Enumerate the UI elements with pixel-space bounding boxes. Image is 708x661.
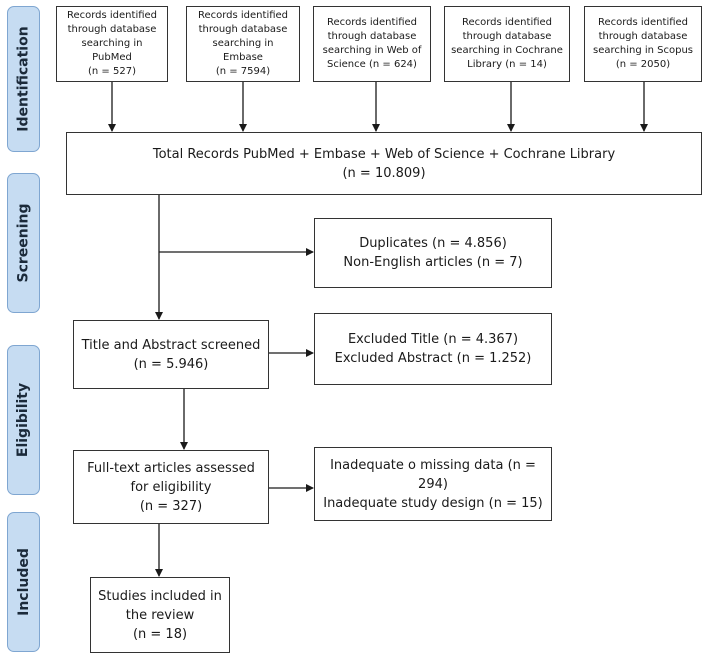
phase-included: Included <box>7 512 40 652</box>
excluded-title-text: Excluded Title (n = 4.367) <box>347 332 519 347</box>
source-text: through database <box>327 31 417 42</box>
duplicates-box: Duplicates (n = 4.856) Non-English artic… <box>314 218 552 288</box>
phase-identification: Identification <box>7 6 40 152</box>
phase-screening: Screening <box>7 173 40 313</box>
phase-screening-label: Screening <box>15 203 32 283</box>
source-text: searching in PubMed <box>81 38 143 63</box>
source-box-web-of-science: Records identified through database sear… <box>313 6 431 82</box>
source-count: (n = 7594) <box>215 66 271 77</box>
source-text: Records identified <box>597 17 689 28</box>
source-text: searching in Web of <box>322 45 422 56</box>
included-studies-box: Studies included in the review (n = 18) <box>90 577 230 653</box>
total-records-text: Total Records PubMed + Embase + Web of S… <box>152 146 616 162</box>
total-records-count: (n = 10.809) <box>342 165 426 181</box>
source-text: searching in Scopus <box>592 45 693 56</box>
source-text: searching in Embase <box>212 38 274 63</box>
source-box-pubmed: Records identified through database sear… <box>56 6 168 82</box>
excluded-box: Excluded Title (n = 4.367) Excluded Abst… <box>314 313 552 385</box>
included-text: Studies included in <box>98 588 222 604</box>
duplicates-text: Duplicates (n = 4.856) <box>359 236 507 251</box>
fulltext-count: (n = 327) <box>139 498 203 514</box>
title-abstract-text: Title and Abstract screened <box>81 337 261 353</box>
non-english-text: Non-English articles (n = 7) <box>343 255 523 270</box>
inadequate-data-text: Inadequate o missing data (n = 294) <box>330 457 536 492</box>
fulltext-text: Full-text articles assessed <box>87 460 255 476</box>
fulltext-text: for eligibility <box>130 479 212 495</box>
source-text: through database <box>462 31 552 42</box>
source-box-embase: Records identified through database sear… <box>186 6 300 82</box>
source-box-scopus: Records identified through database sear… <box>584 6 702 82</box>
source-box-cochrane: Records identified through database sear… <box>444 6 570 82</box>
included-text: the review <box>125 607 195 623</box>
excluded-abstract-text: Excluded Abstract (n = 1.252) <box>334 351 532 366</box>
source-text: searching in Cochrane <box>451 45 563 56</box>
source-text: Records identified <box>197 10 289 21</box>
source-text: through database <box>67 24 157 35</box>
source-text: Records identified <box>326 17 418 28</box>
source-text: through database <box>198 24 288 35</box>
phase-included-label: Included <box>15 548 32 616</box>
inadequate-box: Inadequate o missing data (n = 294) Inad… <box>314 447 552 521</box>
title-abstract-count: (n = 5.946) <box>133 356 209 372</box>
title-abstract-box: Title and Abstract screened (n = 5.946) <box>73 320 269 389</box>
source-count: (n = 527) <box>88 66 136 77</box>
phase-eligibility-label: Eligibility <box>15 382 32 458</box>
source-text: Records identified <box>461 17 553 28</box>
source-count: Library (n = 14) <box>467 59 547 70</box>
included-count: (n = 18) <box>132 626 188 642</box>
fulltext-box: Full-text articles assessed for eligibil… <box>73 450 269 524</box>
inadequate-design-text: Inadequate study design (n = 15) <box>323 495 543 511</box>
total-records-box: Total Records PubMed + Embase + Web of S… <box>66 132 702 195</box>
phase-identification-label: Identification <box>15 26 32 132</box>
source-text: through database <box>598 31 688 42</box>
phase-eligibility: Eligibility <box>7 345 40 495</box>
source-text: Records identified <box>66 10 158 21</box>
source-count: (n = 2050) <box>615 59 671 70</box>
source-count: Science (n = 624) <box>327 59 417 70</box>
